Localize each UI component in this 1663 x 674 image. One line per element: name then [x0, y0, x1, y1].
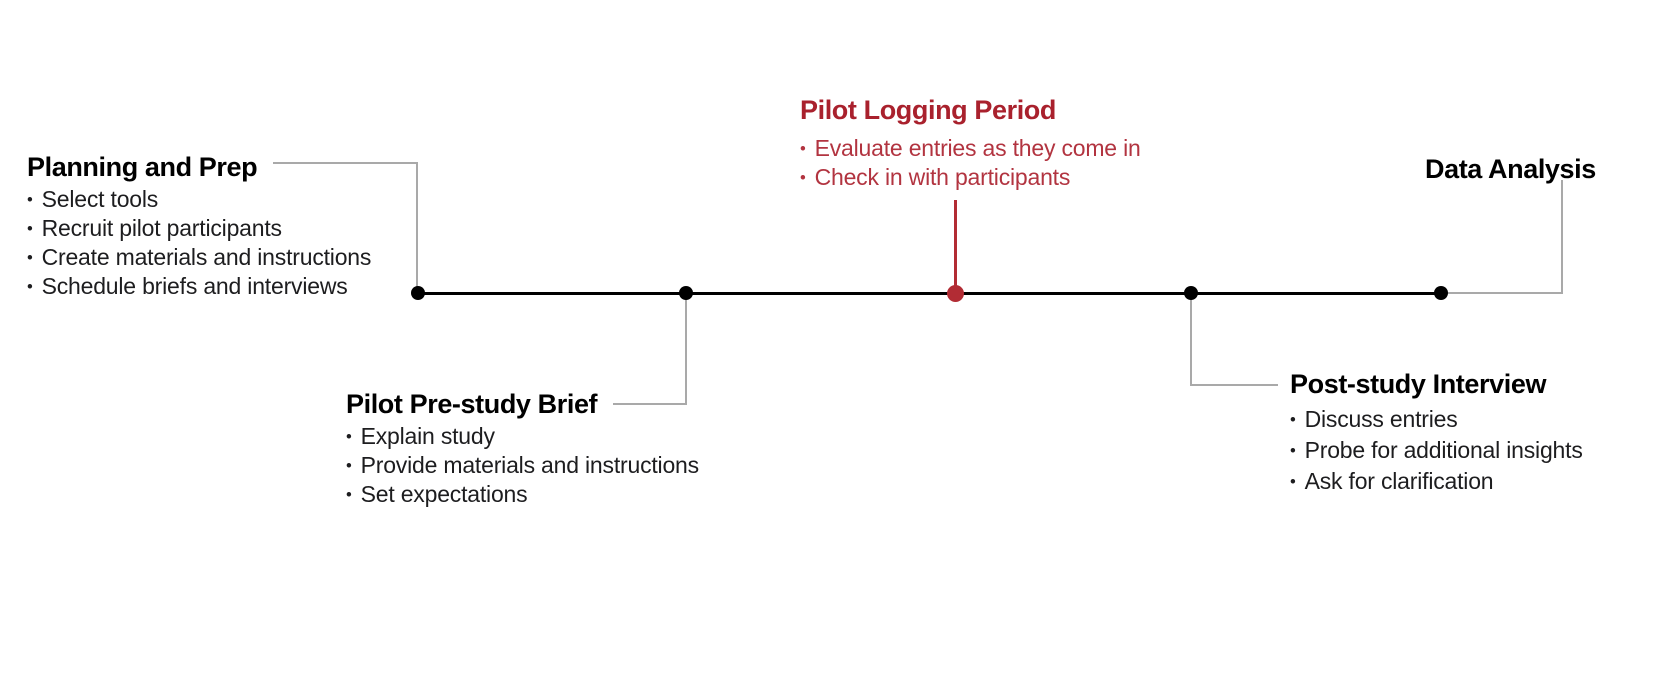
bullet-marker: • — [346, 456, 352, 475]
milestone-prestudy-brief: Pilot Pre-study Brief • Explain study • Pr… — [346, 389, 699, 510]
milestone-poststudy-interview: Post-study Interview • Discuss entries • P… — [1290, 369, 1583, 498]
bullet-marker: • — [1290, 472, 1296, 491]
bullet-marker: • — [27, 190, 33, 209]
bullet-text: Explain study — [360, 423, 495, 449]
connector-prestudy-horizontal — [613, 403, 687, 405]
bullet-item: • Ask for clarification — [1290, 467, 1583, 498]
connector-poststudy-horizontal — [1190, 384, 1278, 386]
connector-prestudy-vertical — [685, 296, 687, 405]
bullet-marker: • — [1290, 441, 1296, 460]
bullet-text: Schedule briefs and interviews — [41, 273, 348, 299]
connector-analysis-vertical — [1561, 180, 1563, 294]
milestone-analysis-title: Data Analysis — [1425, 154, 1596, 184]
milestone-poststudy-title: Post-study Interview — [1290, 369, 1547, 399]
milestone-data-analysis: Data Analysis — [1425, 154, 1596, 184]
connector-analysis-horizontal — [1446, 292, 1563, 294]
bullet-text: Check in with participants — [814, 164, 1071, 190]
bullet-text: Set expectations — [360, 481, 528, 507]
bullet-text: Probe for additional insights — [1304, 437, 1583, 463]
bullet-item: • Set expectations — [346, 481, 699, 510]
timeline-dot-poststudy — [1184, 286, 1198, 300]
milestone-logging-title: Pilot Logging Period — [800, 95, 1056, 125]
bullet-item: • Explain study — [346, 423, 699, 452]
timeline-dot-logging — [947, 285, 964, 302]
bullet-text: Select tools — [41, 186, 159, 212]
connector-planning-horizontal — [273, 162, 418, 164]
bullet-item: • Probe for additional insights — [1290, 436, 1583, 467]
bullet-marker: • — [800, 168, 806, 187]
bullet-item: • Check in with participants — [800, 164, 1141, 193]
milestone-logging-bullets: • Evaluate entries as they come in • Check… — [800, 135, 1141, 193]
milestone-planning: Planning and Prep • Select tools • Recruit… — [27, 152, 371, 302]
timeline-line — [418, 292, 1441, 295]
bullet-text: Provide materials and instructions — [360, 452, 700, 478]
bullet-marker: • — [27, 248, 33, 267]
milestone-planning-title: Planning and Prep — [27, 152, 258, 182]
connector-logging-vertical — [954, 200, 957, 295]
bullet-text: Ask for clarification — [1304, 468, 1494, 494]
bullet-marker: • — [27, 277, 33, 296]
bullet-item: • Create materials and instructions — [27, 244, 371, 273]
connector-planning-vertical — [416, 162, 418, 289]
milestone-poststudy-bullets: • Discuss entries • Probe for additional i… — [1290, 405, 1583, 498]
connector-poststudy-vertical — [1190, 296, 1192, 386]
timeline-dot-planning — [411, 286, 425, 300]
bullet-item: • Evaluate entries as they come in — [800, 135, 1141, 164]
bullet-item: • Select tools — [27, 186, 371, 215]
timeline-dot-prestudy — [679, 286, 693, 300]
milestone-prestudy-title: Pilot Pre-study Brief — [346, 389, 598, 419]
bullet-item: • Provide materials and instructions — [346, 452, 699, 481]
bullet-text: Create materials and instructions — [41, 244, 372, 270]
bullet-marker: • — [346, 427, 352, 446]
bullet-marker: • — [1290, 410, 1296, 429]
bullet-marker: • — [346, 485, 352, 504]
bullet-text: Discuss entries — [1304, 406, 1458, 432]
milestone-prestudy-bullets: • Explain study • Provide materials and in… — [346, 423, 699, 510]
bullet-marker: • — [27, 219, 33, 238]
milestone-planning-bullets: • Select tools • Recruit pilot participant… — [27, 186, 371, 302]
bullet-text: Recruit pilot participants — [41, 215, 282, 241]
bullet-text: Evaluate entries as they come in — [814, 135, 1141, 161]
milestone-logging-period: Pilot Logging Period • Evaluate entries a… — [800, 95, 1141, 193]
bullet-item: • Recruit pilot participants — [27, 215, 371, 244]
bullet-marker: • — [800, 139, 806, 158]
bullet-item: • Schedule briefs and interviews — [27, 273, 371, 302]
bullet-item: • Discuss entries — [1290, 405, 1583, 436]
timeline-dot-analysis — [1434, 286, 1448, 300]
